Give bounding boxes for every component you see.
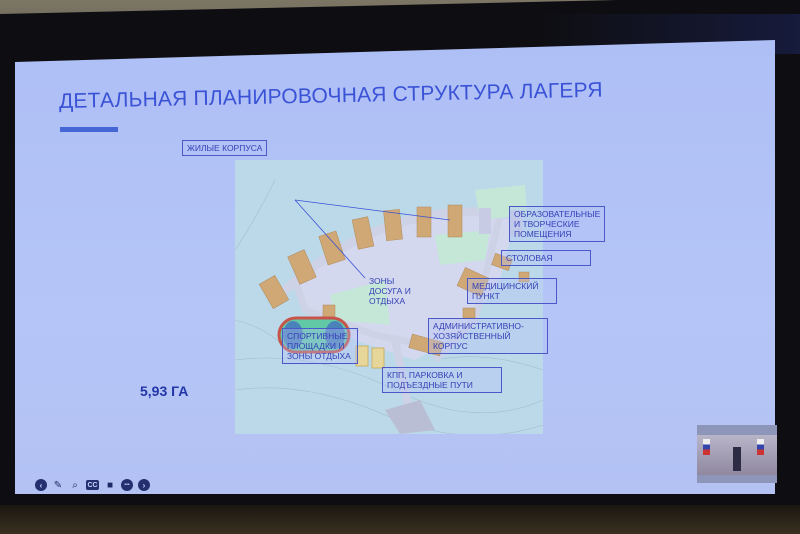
conference-room-image (697, 435, 777, 475)
arrow-left-icon[interactable]: ‹ (35, 479, 47, 491)
presentation-slide: ДЕТАЛЬНАЯ ПЛАНИРОВОЧНАЯ СТРУКТУРА ЛАГЕРЯ… (15, 40, 775, 494)
leisure-zone-label: ЗОНЫ ДОСУГА И ОТДЫХА (369, 276, 411, 306)
camera-icon[interactable]: ■ (106, 479, 114, 491)
title-underline (60, 127, 118, 132)
slide-title: ДЕТАЛЬНАЯ ПЛАНИРОВОЧНАЯ СТРУКТУРА ЛАГЕРЯ (58, 78, 603, 113)
zoom-icon[interactable]: ⌕ (72, 479, 78, 491)
presentation-toolbar: ‹ ✎ ⌕ CC ■ ••• › (35, 479, 150, 491)
label-residential: ЖИЛЫЕ КОРПУСА (182, 140, 268, 156)
arrow-right-icon[interactable]: › (138, 479, 150, 491)
label-educational: ОБРАЗОВАТЕЛЬНЫЕ И ТВОРЧЕСКИЕ ПОМЕЩЕНИЯ (509, 206, 606, 242)
podium (733, 447, 741, 471)
label-canteen: СТОЛОВАЯ (501, 250, 591, 266)
site-plan-drawing (235, 160, 543, 434)
flag-left (703, 439, 710, 455)
tv-stand-area (0, 505, 800, 534)
flag-right (757, 439, 764, 455)
label-medical: МЕДИЦИНСКИЙ ПУНКТ (467, 278, 557, 304)
video-conference-thumbnail (697, 425, 777, 483)
captions-icon[interactable]: CC (86, 480, 99, 490)
more-icon[interactable]: ••• (121, 479, 133, 491)
area-label: 5,93 ГА (140, 383, 189, 399)
label-admin: АДМИНИСТРАТИВНО- ХОЗЯЙСТВЕННЫЙ КОРПУС (428, 318, 548, 354)
label-sports: СПОРТИВНЫЕ ПЛОЩАДКИ И ЗОНЫ ОТДЫХА (282, 328, 358, 364)
label-checkpoint: КПП, ПАРКОВКА И ПОДЪЕЗДНЫЕ ПУТИ (382, 367, 502, 393)
site-plan-map: ЗОНЫ ДОСУГА И ОТДЫХА (235, 160, 543, 434)
pen-icon[interactable]: ✎ (53, 479, 63, 491)
